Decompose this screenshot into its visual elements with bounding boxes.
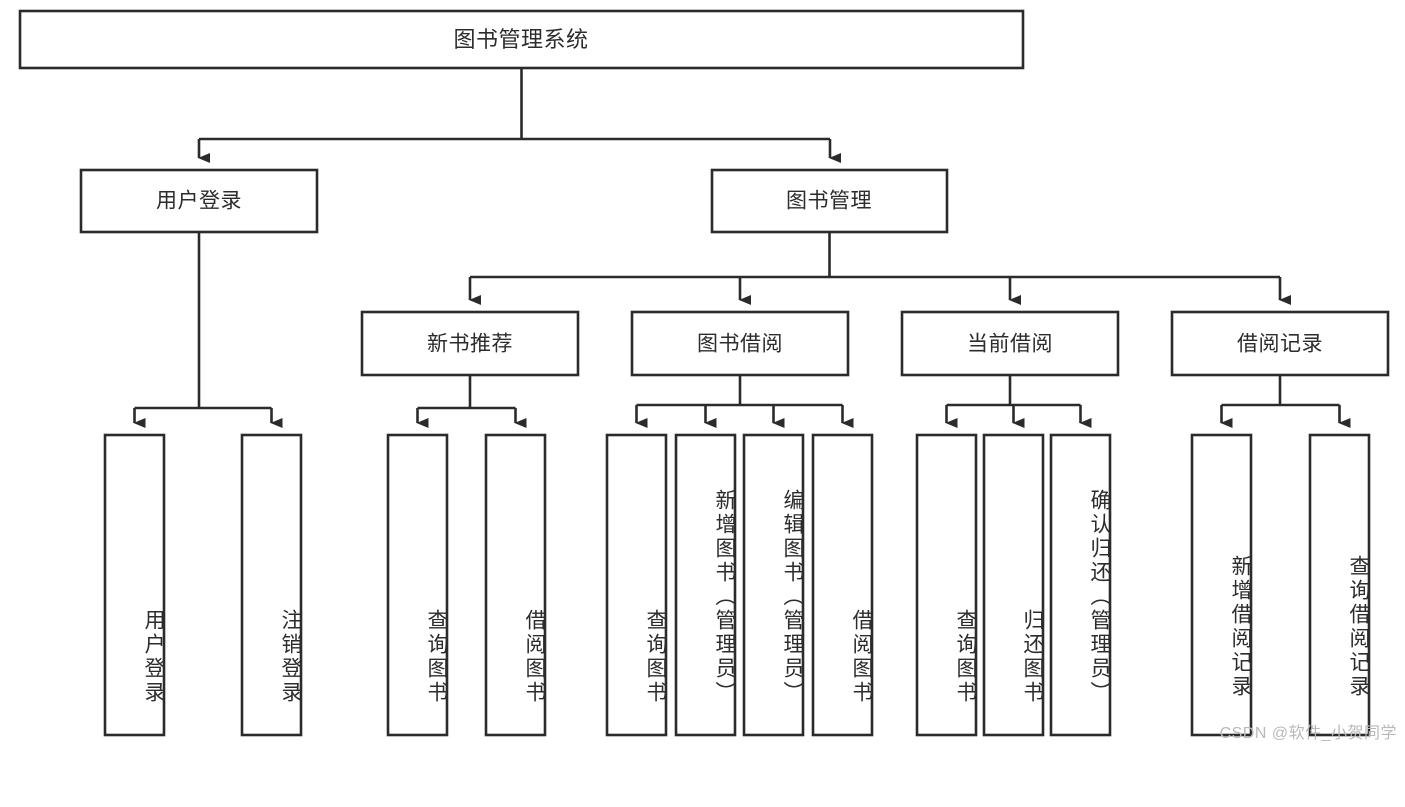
node-user-login-label: 用户登录 [156,190,242,213]
node-leaf-edit-book-box[interactable] [742,433,805,737]
node-leaf-borrow-book-1-box[interactable] [484,433,547,737]
node-leaf-confirm-return-box[interactable] [1049,433,1112,737]
node-current-borrow[interactable]: 当前借阅 [900,310,1120,377]
node-leaf-query-book-1-box[interactable] [386,433,449,737]
node-borrow-record-box[interactable] [1170,310,1390,377]
node-new-book-rec[interactable]: 新书推荐 [360,310,580,377]
node-current-borrow-label: 当前借阅 [967,333,1053,356]
node-leaf-query-book-2-box[interactable] [605,433,668,737]
node-user-login-box[interactable] [79,168,319,234]
leaf-box-layer [103,433,1371,737]
node-book-borrow-box[interactable] [630,310,850,377]
node-leaf-user-logout-box[interactable] [240,433,303,737]
node-leaf-borrow-book-2-box[interactable] [811,433,874,737]
node-book-borrow[interactable]: 图书借阅 [630,310,850,377]
node-user-login[interactable]: 用户登录 [79,168,319,234]
node-borrow-record[interactable]: 借阅记录 [1170,310,1390,377]
node-book-manage[interactable]: 图书管理 [710,168,949,234]
connector-layer [133,68,1351,428]
node-book-borrow-label: 图书借阅 [697,333,783,356]
node-book-manage-box[interactable] [710,168,949,234]
hierarchy-diagram: 图书管理系统 用户登录 图书管理 新书推荐 图书借阅 当前借阅 借阅记录 [18,9,1390,737]
node-leaf-query-record-box[interactable] [1308,433,1371,737]
node-leaf-return-book-box[interactable] [982,433,1045,737]
node-book-manage-label: 图书管理 [786,190,872,213]
node-leaf-query-book-3-box[interactable] [915,433,978,737]
node-new-book-rec-label: 新书推荐 [427,333,513,356]
watermark-text: CSDN @软件_小贺同学 [1219,725,1397,742]
node-current-borrow-box[interactable] [900,310,1120,377]
node-root-label: 图书管理系统 [453,27,588,52]
node-borrow-record-label: 借阅记录 [1237,333,1323,356]
diagram-canvas: 图书管理系统 用户登录 图书管理 新书推荐 图书借阅 当前借阅 借阅记录 [18,9,1397,742]
node-leaf-user-login-box[interactable] [103,433,166,737]
node-new-book-rec-box[interactable] [360,310,580,377]
node-root-box[interactable] [18,9,1025,70]
node-leaf-add-record-box[interactable] [1190,433,1253,737]
node-leaf-add-book-box[interactable] [674,433,737,737]
node-root[interactable]: 图书管理系统 [18,9,1025,70]
